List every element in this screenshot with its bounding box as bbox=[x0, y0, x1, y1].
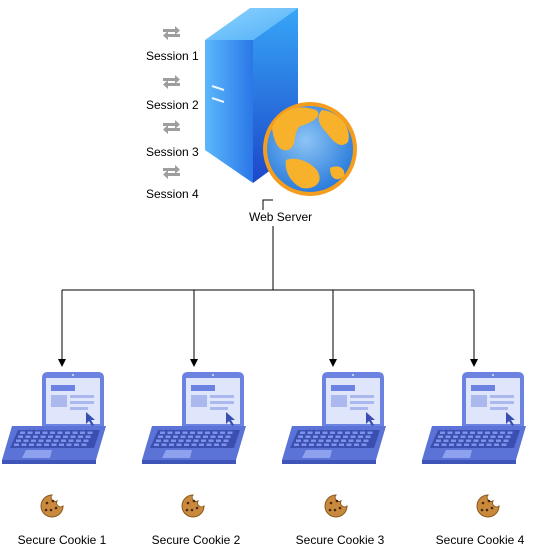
laptop-icon bbox=[422, 372, 526, 464]
cookie-icon bbox=[324, 494, 348, 518]
server-label-bracket bbox=[262, 199, 273, 210]
laptops-group bbox=[2, 372, 526, 464]
session-label-3: Session 3 bbox=[146, 145, 199, 159]
cookie-label-2: Secure Cookie 2 bbox=[151, 533, 241, 547]
cookie-label-1: Secure Cookie 1 bbox=[17, 533, 107, 547]
cookie-label-3: Secure Cookie 3 bbox=[295, 533, 385, 547]
web-server-label: Web Server bbox=[249, 210, 313, 224]
cookies-group bbox=[40, 494, 500, 518]
session-4-swap-icon bbox=[163, 165, 180, 179]
laptop-icon bbox=[142, 372, 246, 464]
connector-lines bbox=[58, 199, 478, 367]
session-1-swap-icon bbox=[163, 26, 180, 40]
laptop-icon bbox=[282, 372, 386, 464]
session-label-2: Session 2 bbox=[146, 98, 199, 112]
cookie-icon bbox=[181, 494, 205, 518]
cookie-icon bbox=[40, 494, 64, 518]
session-label-1: Session 1 bbox=[146, 49, 199, 63]
cookie-label-4: Secure Cookie 4 bbox=[435, 533, 525, 547]
globe-icon bbox=[263, 102, 357, 196]
laptop-icon bbox=[2, 372, 106, 464]
session-2-swap-icon bbox=[163, 75, 180, 89]
cookie-icon bbox=[476, 494, 500, 518]
session-label-4: Session 4 bbox=[146, 187, 199, 201]
session-3-swap-icon bbox=[163, 120, 180, 134]
